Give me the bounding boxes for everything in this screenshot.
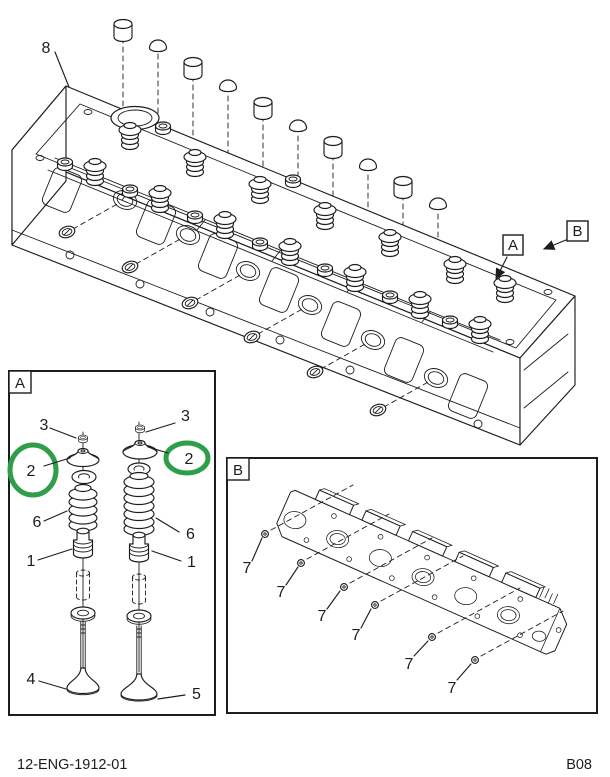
callout-7-3: 7 xyxy=(318,608,327,625)
callout-7-2: 7 xyxy=(277,584,286,601)
page-code: B08 xyxy=(566,757,592,773)
spring-seat-left xyxy=(70,606,96,622)
valve-assembly-right xyxy=(120,421,158,702)
callout-a-arrow xyxy=(495,256,508,281)
callout-5: 5 xyxy=(192,686,201,703)
callout-7-6: 7 xyxy=(448,680,457,697)
valve-assembly-left xyxy=(66,431,100,696)
doc-number: 12-ENG-1912-01 xyxy=(17,757,127,773)
head-side-view xyxy=(276,488,568,655)
spring-rotator-right xyxy=(127,462,151,476)
callout-b-label: B xyxy=(572,223,582,240)
callout-7-1: 7 xyxy=(243,560,252,577)
detail-view-a: A xyxy=(7,370,216,716)
detail-b-corner-tag xyxy=(226,457,250,481)
callout-7-4: 7 xyxy=(352,627,361,644)
callout-3-left: 3 xyxy=(40,417,49,434)
valve-guide-left xyxy=(76,569,90,601)
detail-b-border xyxy=(226,457,598,714)
callout-2-left: 2 xyxy=(27,463,36,480)
callout-6-right: 6 xyxy=(186,526,195,543)
stem-seal-right xyxy=(128,531,150,563)
callout-1-left: 1 xyxy=(27,553,36,570)
spring-retainer-left xyxy=(66,447,100,468)
valve-guide-right xyxy=(132,573,146,605)
callout-a-box xyxy=(502,234,524,256)
spring-retainer-right xyxy=(122,439,158,460)
side-ports xyxy=(283,511,547,642)
detail-a-border xyxy=(8,370,216,716)
valve-spring-left xyxy=(68,483,98,532)
rail-bosses xyxy=(314,488,546,599)
detail-a-corner-tag xyxy=(8,370,32,394)
detail-a-callouts: 3 3 2 2 6 6 1 1 4 5 xyxy=(27,408,201,703)
side-holes xyxy=(303,513,562,638)
main-isometric-view: 8 A B xyxy=(11,18,589,446)
callout-6-left: 6 xyxy=(33,514,42,531)
highlight-circle-right xyxy=(163,440,211,476)
callout-3-right: 3 xyxy=(181,408,190,425)
keeper-nut-left xyxy=(77,434,89,444)
intake-valve xyxy=(66,621,100,696)
callout-b-arrow xyxy=(542,239,567,250)
callout-b: B xyxy=(542,220,589,250)
callout-4: 4 xyxy=(27,671,36,688)
callout-7-5: 7 xyxy=(405,656,414,673)
keeper-nut-right xyxy=(134,424,146,434)
callout-8: 8 xyxy=(42,40,70,88)
highlight-circle-left xyxy=(7,442,59,498)
detail-a-frame-label: A xyxy=(15,375,25,392)
spring-seat-right xyxy=(126,609,152,625)
detail-b-plugs: 7 7 7 7 7 7 xyxy=(243,484,564,697)
callout-8-label: 8 xyxy=(42,40,51,57)
callout-2-right: 2 xyxy=(185,451,194,468)
detail-b-frame-label: B xyxy=(233,462,243,479)
stem-seal-left xyxy=(72,527,94,559)
callout-b-box xyxy=(566,220,589,242)
callout-a-label: A xyxy=(508,237,518,254)
footer: 12-ENG-1912-01 B08 xyxy=(17,757,592,773)
callout-1-right: 1 xyxy=(187,554,196,571)
front-face-ports xyxy=(41,167,489,429)
detail-view-b: B xyxy=(226,457,598,714)
callout-a: A xyxy=(495,234,524,281)
plug-bores xyxy=(112,190,449,388)
valve-spring-right xyxy=(123,471,155,537)
exhaust-valve xyxy=(120,625,158,702)
spring-rotator-left xyxy=(71,469,97,485)
exploded-cup-plugs xyxy=(57,202,431,419)
